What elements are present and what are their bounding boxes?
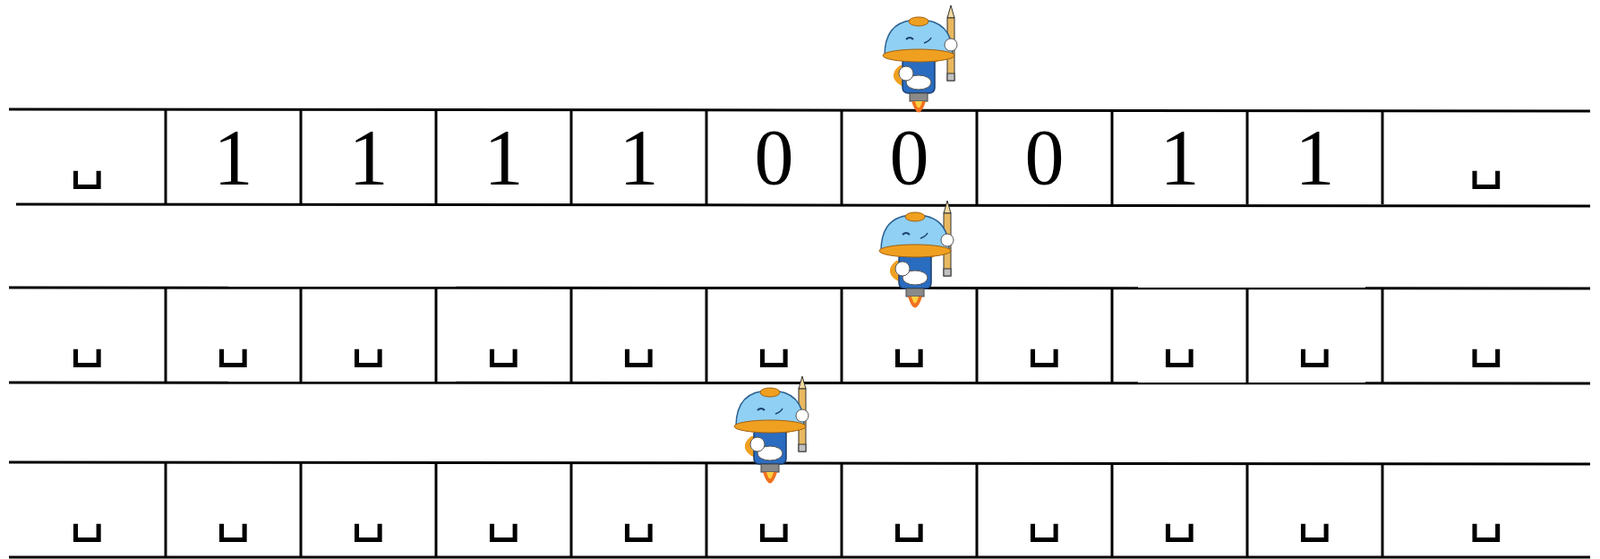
cell-divider (705, 110, 709, 205)
tape-cell: ␣ (1247, 288, 1383, 383)
blank-symbol: ␣ (621, 482, 657, 539)
cell-divider (1111, 462, 1114, 557)
tape-cell: 1 (436, 110, 572, 205)
tape-symbol: 1 (213, 118, 254, 197)
cell-divider (435, 110, 438, 205)
cell-divider (1381, 110, 1385, 205)
tape-cell: ␣ (1247, 462, 1383, 557)
tape-symbol: 1 (484, 118, 524, 197)
blank-symbol: ␣ (1297, 308, 1333, 364)
tape-cell: ␣ (1382, 462, 1591, 557)
tape-cell: ␣ (571, 288, 707, 383)
tape-cell: 1 (165, 110, 301, 205)
cell-divider (164, 110, 168, 205)
tape-cell: ␣ (165, 462, 301, 557)
cell-divider (570, 462, 574, 557)
cell-divider (299, 110, 303, 205)
blank-symbol: ␣ (1468, 308, 1504, 364)
cell-divider (1246, 288, 1250, 383)
cell-divider (435, 288, 438, 383)
cell-divider (705, 462, 709, 557)
tape-cell: ␣ (300, 462, 437, 557)
tape-cell: 1 (571, 110, 707, 205)
tape-cell: ␣ (571, 462, 707, 557)
tape-cell: ␣ (8, 462, 166, 557)
tape-symbol: 1 (1160, 118, 1200, 197)
tape-cell: 1 (1112, 110, 1248, 205)
tape-cell: ␣ (8, 288, 166, 383)
blank-symbol: ␣ (350, 482, 386, 539)
cell-divider (975, 288, 979, 383)
tape-symbol: 0 (1025, 118, 1065, 197)
blank-symbol: ␣ (756, 482, 792, 539)
tape-cell: ␣ (300, 288, 437, 383)
tape-cell: ␣ (1112, 288, 1248, 383)
cell-divider (1381, 462, 1385, 557)
tape-cell: ␣ (1382, 110, 1591, 205)
cell-divider (840, 288, 844, 383)
cell-divider (164, 462, 168, 557)
tape-symbol: 1 (619, 118, 659, 197)
cell-divider (1246, 462, 1250, 557)
tape-cell: 1 (300, 110, 437, 205)
tape-cell: ␣ (165, 288, 301, 383)
tape-cell: ␣ (976, 288, 1113, 383)
tape-cell: 0 (706, 110, 842, 205)
tape-cell: ␣ (1112, 462, 1248, 557)
tape-cell: ␣ (706, 462, 842, 557)
cell-divider (164, 288, 168, 383)
blank-symbol: ␣ (1162, 308, 1198, 364)
blank-symbol: ␣ (486, 308, 522, 364)
blank-symbol: ␣ (891, 308, 927, 364)
tape-cell: 0 (841, 110, 977, 205)
tape-cell: 0 (976, 110, 1113, 205)
cell-divider (840, 462, 844, 557)
blank-symbol: ␣ (1297, 482, 1333, 539)
cell-divider (975, 462, 979, 557)
cell-divider (1381, 288, 1385, 383)
blank-symbol: ␣ (69, 129, 105, 186)
cell-divider (570, 110, 574, 205)
blank-symbol: ␣ (756, 308, 792, 364)
blank-symbol: ␣ (891, 482, 927, 539)
cell-divider (975, 110, 979, 205)
cell-divider (299, 288, 303, 383)
blank-symbol: ␣ (1468, 482, 1504, 539)
tape-cell: ␣ (436, 462, 572, 557)
cell-divider (840, 110, 844, 205)
blank-symbol: ␣ (1026, 308, 1062, 364)
blank-symbol: ␣ (1468, 129, 1504, 186)
tape-cell: ␣ (706, 288, 842, 383)
cell-divider (1111, 288, 1114, 383)
cell-divider (705, 288, 709, 383)
cell-divider (299, 462, 303, 557)
blank-symbol: ␣ (69, 308, 105, 364)
tape-cell: ␣ (436, 288, 572, 383)
blank-symbol: ␣ (350, 308, 386, 364)
tape-symbol: 1 (1295, 118, 1335, 197)
blank-symbol: ␣ (1026, 482, 1062, 539)
blank-symbol: ␣ (621, 308, 657, 364)
tape-cell: ␣ (841, 288, 977, 383)
tape-symbol: 0 (754, 118, 795, 197)
tape-cell: ␣ (8, 110, 166, 205)
blank-symbol: ␣ (215, 482, 251, 539)
tape-cell: ␣ (1382, 288, 1591, 383)
blank-symbol: ␣ (215, 308, 251, 364)
blank-symbol: ␣ (69, 482, 105, 539)
tape-cell: ␣ (976, 462, 1113, 557)
tape-symbol: 1 (349, 118, 389, 197)
cell-divider (1246, 110, 1250, 205)
tape-cell: ␣ (841, 462, 977, 557)
cell-divider (1111, 110, 1114, 205)
tape-cell: 1 (1247, 110, 1383, 205)
blank-symbol: ␣ (486, 482, 522, 539)
tape-symbol: 0 (889, 118, 930, 197)
cell-divider (435, 462, 438, 557)
blank-symbol: ␣ (1162, 482, 1198, 539)
cell-divider (570, 288, 574, 383)
